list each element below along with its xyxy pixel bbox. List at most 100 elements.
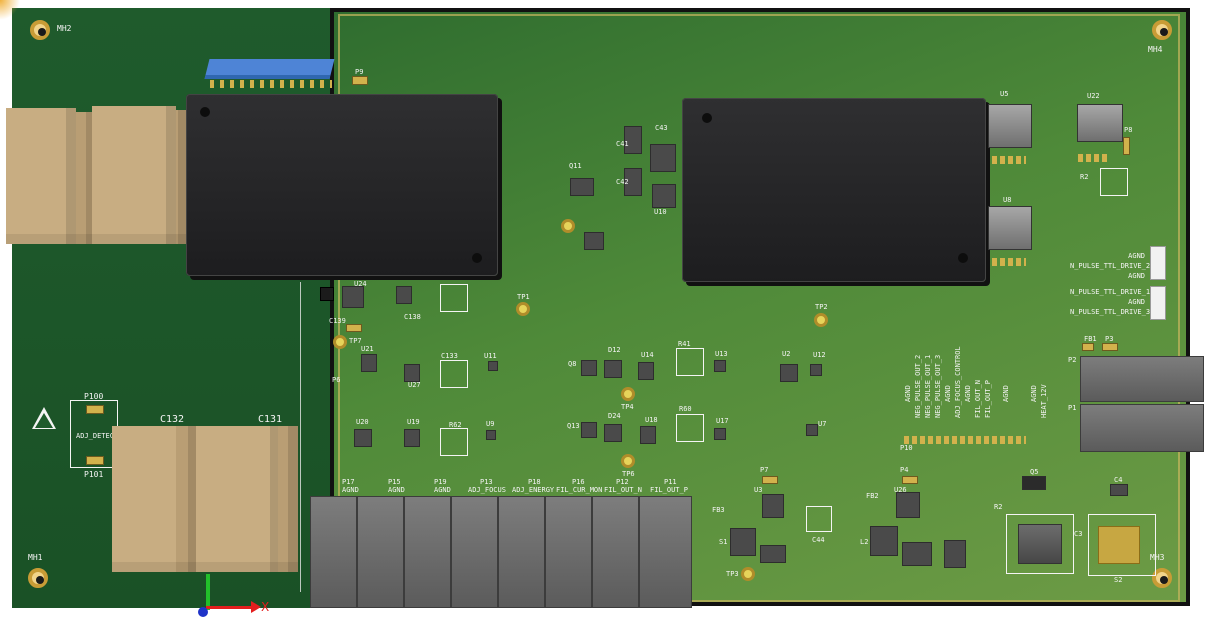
label-mh3: MH3 <box>1150 553 1165 562</box>
selection-highlight <box>0 0 20 20</box>
power-module-right <box>682 98 986 282</box>
label-c130: R2 <box>1080 173 1089 181</box>
label-u11: U12 <box>813 351 826 359</box>
ic-q8[interactable] <box>581 360 597 376</box>
ic-c41[interactable] <box>624 126 642 154</box>
label-bottom-name: FIL_OUT_P <box>650 486 688 494</box>
label-u24: U24 <box>354 280 367 288</box>
label-mh2: MH2 <box>57 24 72 33</box>
ic-u17[interactable] <box>714 428 726 440</box>
test-point-icon[interactable] <box>621 454 635 468</box>
ic-q11[interactable] <box>570 178 594 196</box>
label-bottom-ref: P15 <box>388 478 401 486</box>
label-l2: S1 <box>719 538 728 546</box>
ic-q5[interactable] <box>944 540 966 568</box>
p10-signal: AGND <box>904 385 912 402</box>
ic-u11[interactable] <box>810 364 822 376</box>
capacitor-c138[interactable] <box>320 287 334 301</box>
capacitor-c131[interactable] <box>196 426 280 572</box>
ic-u20[interactable] <box>354 429 372 447</box>
ic-c4[interactable] <box>1110 484 1128 496</box>
r56-outline <box>1100 168 1128 196</box>
connector-p19[interactable] <box>404 496 451 608</box>
ic-u10[interactable] <box>652 184 676 208</box>
label-c112: C133 <box>441 352 458 360</box>
p10-signal: ADJ_FOCUS_CONTROL <box>954 346 962 418</box>
test-point-icon[interactable] <box>814 313 828 327</box>
test-point-icon[interactable] <box>741 567 755 581</box>
ic-u18[interactable] <box>640 426 656 444</box>
z-axis-icon <box>198 607 208 617</box>
ic-u5[interactable] <box>988 104 1032 148</box>
label-bottom-ref: P18 <box>528 478 541 486</box>
signal-label: N_PULSE_TTL_DRIVE_3 <box>1070 308 1151 316</box>
label-tp1: TP1 <box>517 293 530 301</box>
p10-signal: FIL_OUT_N <box>974 380 982 418</box>
label-bottom-ref: P13 <box>480 478 493 486</box>
connector-j1[interactable] <box>1150 246 1166 280</box>
ic-u7[interactable] <box>806 424 818 436</box>
ic-u14[interactable] <box>638 362 654 380</box>
ic-u26[interactable] <box>404 364 420 382</box>
connector-p1[interactable] <box>1080 404 1204 452</box>
ic-u21[interactable] <box>361 354 377 372</box>
test-point-icon[interactable] <box>621 387 635 401</box>
ic-c43[interactable] <box>650 144 676 172</box>
label-u13: U13 <box>715 350 728 358</box>
ic-d11[interactable] <box>604 360 622 378</box>
connector-j2[interactable] <box>1150 286 1166 320</box>
connector-p12[interactable] <box>592 496 639 608</box>
ic-d23[interactable] <box>604 424 622 442</box>
test-point-icon[interactable] <box>516 302 530 316</box>
ic-q13[interactable] <box>581 422 597 438</box>
p10-pins <box>904 436 1026 444</box>
label-adj-detec: ADJ_DETEC <box>76 432 114 440</box>
label-c43: C43 <box>655 124 668 132</box>
connector-p2[interactable] <box>1080 356 1204 402</box>
connector-p15[interactable] <box>357 496 404 608</box>
pad-s1[interactable] <box>1098 526 1140 564</box>
ic-u4[interactable] <box>584 232 604 250</box>
ic-d5[interactable] <box>902 542 932 566</box>
inductor-l1[interactable] <box>870 526 898 556</box>
blue-component[interactable] <box>204 59 335 79</box>
ic-u22[interactable] <box>1077 104 1123 142</box>
connector-p13[interactable] <box>451 496 498 608</box>
label-fb2: FB2 <box>866 492 879 500</box>
ic-pins <box>1078 154 1110 162</box>
label-bottom-name: AGND <box>388 486 405 494</box>
ic-u13[interactable] <box>714 360 726 372</box>
p10-signal: NEG_PULSE_OUT_1 <box>924 354 932 418</box>
p10-signal: NEG_PULSE_OUT_3 <box>934 354 942 418</box>
connector-p16[interactable] <box>545 496 592 608</box>
ic-c42[interactable] <box>624 168 642 196</box>
ic-u12[interactable] <box>780 364 798 382</box>
test-point-icon[interactable] <box>561 219 575 233</box>
ic-u2[interactable] <box>896 492 920 518</box>
label-bottom-name: ADJ_FOCUS <box>468 486 506 494</box>
ic-u24[interactable] <box>342 286 364 308</box>
test-point-icon[interactable] <box>333 335 347 349</box>
p10-signal: AGND <box>944 385 952 402</box>
ic-u3[interactable] <box>762 494 784 518</box>
connector-p18[interactable] <box>498 496 545 608</box>
ic-u8[interactable] <box>988 206 1032 250</box>
label-r68: R60 <box>679 405 692 413</box>
ic-s2[interactable] <box>1018 524 1062 564</box>
p101-pads <box>86 456 104 465</box>
ic-c133[interactable] <box>396 286 412 304</box>
ic-u27[interactable] <box>488 361 498 371</box>
connector-p17[interactable] <box>310 496 357 608</box>
label-r82: R62 <box>449 421 462 429</box>
ic-d3[interactable] <box>1022 476 1046 490</box>
connector-p11[interactable] <box>639 496 692 608</box>
ic-c24[interactable] <box>760 545 786 563</box>
label-u8: U8 <box>1003 196 1012 204</box>
label-c132: C132 <box>160 414 185 425</box>
label-u22: U22 <box>1087 92 1100 100</box>
label-u17: U17 <box>716 417 729 425</box>
inductor-l2[interactable] <box>730 528 756 556</box>
ic-u19[interactable] <box>404 429 420 447</box>
ic-u9[interactable] <box>486 430 496 440</box>
